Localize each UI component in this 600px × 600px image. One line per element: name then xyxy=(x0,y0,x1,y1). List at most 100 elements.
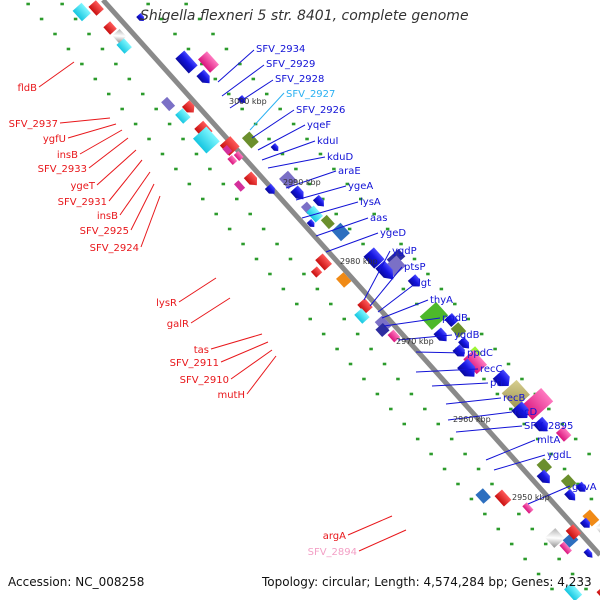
gene-label-ygfU[interactable]: ygfU xyxy=(43,134,66,145)
gene-label-SFV_2910[interactable]: SFV_2910 xyxy=(180,375,229,386)
gene-label-recB[interactable]: recB xyxy=(503,393,526,404)
gene-label-recD[interactable]: recD xyxy=(514,407,538,418)
gene-label-SFV_2924[interactable]: SFV_2924 xyxy=(90,243,139,254)
gene-label-SFV_2928[interactable]: SFV_2928 xyxy=(275,74,324,85)
tick-dot xyxy=(26,2,30,6)
tick-dot xyxy=(321,332,326,336)
leader-line xyxy=(447,411,513,421)
leader-line xyxy=(221,64,265,97)
gene-label-thyA[interactable]: thyA xyxy=(430,295,453,306)
tick-dot xyxy=(359,197,363,201)
gene-feature xyxy=(136,13,144,21)
gene-label-SFV_2911[interactable]: SFV_2911 xyxy=(170,358,219,369)
gene-label-galR[interactable]: galR xyxy=(167,319,189,330)
leader-line xyxy=(257,124,306,151)
gene-label-mutH[interactable]: mutH xyxy=(217,390,245,401)
tick-dot xyxy=(466,317,470,321)
gene-features xyxy=(72,0,600,600)
tick-dot xyxy=(375,392,380,396)
leader-line xyxy=(315,217,369,237)
tick-dot xyxy=(389,407,393,411)
leader-line xyxy=(455,425,523,433)
leader-line xyxy=(485,439,536,461)
gene-feature xyxy=(559,541,572,555)
gene-label-SFV_2925[interactable]: SFV_2925 xyxy=(80,226,129,237)
leader-line xyxy=(96,149,137,186)
gene-label-aas[interactable]: aas xyxy=(370,213,387,224)
gene-label-SFV_2895[interactable]: SFV_2895 xyxy=(524,421,573,432)
tick-dot xyxy=(200,62,204,66)
gene-feature xyxy=(241,131,259,149)
gene-label-ptsP[interactable]: ptsP xyxy=(404,262,426,273)
gene-label-argA[interactable]: argA xyxy=(323,531,346,542)
gene-label-SFV_2927[interactable]: SFV_2927 xyxy=(286,89,335,100)
gene-label-recC[interactable]: recC xyxy=(480,364,503,375)
tick-dot xyxy=(562,467,567,471)
gene-label-ygeA[interactable]: ygeA xyxy=(348,181,373,192)
tick-dot xyxy=(291,122,296,126)
tick-dot xyxy=(241,242,245,246)
gene-label-insB-2[interactable]: insB xyxy=(97,211,118,222)
gene-feature xyxy=(243,171,258,186)
gene-label-ygdP[interactable]: ygdP xyxy=(392,246,417,257)
gene-label-kduI[interactable]: kduI xyxy=(317,136,338,147)
gene-label-SFV_2934[interactable]: SFV_2934 xyxy=(256,44,305,55)
gene-label-fldB[interactable]: fldB xyxy=(17,83,37,94)
tick-dot xyxy=(238,62,242,66)
leader-line xyxy=(210,333,263,350)
tick-dot xyxy=(523,557,527,561)
gene-feature xyxy=(555,426,572,442)
gene-feature xyxy=(331,222,350,242)
leader-line xyxy=(190,297,231,324)
gene-label-araE[interactable]: araE xyxy=(338,166,361,177)
gene-label-lysR[interactable]: lysR xyxy=(156,298,177,309)
tick-dot xyxy=(335,347,339,351)
tick-dot xyxy=(520,377,524,381)
tick-dot xyxy=(334,212,338,216)
gene-feature xyxy=(433,327,447,342)
leader-line xyxy=(249,92,285,131)
tick-dot xyxy=(187,182,192,186)
gene-label-SFV_2931[interactable]: SFV_2931 xyxy=(58,197,107,208)
gene-label-ygeD[interactable]: ygeD xyxy=(380,228,406,239)
tick-dot xyxy=(483,512,487,516)
gene-label-SFV_2929[interactable]: SFV_2929 xyxy=(266,59,315,70)
gene-label-yqeF[interactable]: yqeF xyxy=(307,120,331,131)
gene-label-SFV_2926[interactable]: SFV_2926 xyxy=(296,105,345,116)
gene-label-ppdB[interactable]: ppdB xyxy=(442,313,468,324)
gene-label-ygdB[interactable]: ygdB xyxy=(454,330,480,341)
tick-dot xyxy=(254,257,259,261)
tick-dot xyxy=(315,287,320,291)
leader-line xyxy=(415,351,466,354)
gene-label-SFV_2937[interactable]: SFV_2937 xyxy=(9,119,58,130)
map-title: Shigella flexneri 5 str. 8401, complete … xyxy=(140,8,469,24)
tick-dot xyxy=(308,317,312,321)
leader-line xyxy=(445,397,502,405)
tick-dot xyxy=(355,332,360,336)
gene-label-ppdC[interactable]: ppdC xyxy=(467,348,493,359)
gene-label-ptr[interactable]: ptr xyxy=(490,378,505,389)
gene-label-insB[interactable]: insB xyxy=(57,150,78,161)
tick-dot xyxy=(160,152,165,156)
tick-dot xyxy=(53,32,57,36)
kbp-tick-label: 3000 kbp xyxy=(229,97,267,106)
gene-label-kduD[interactable]: kduD xyxy=(327,152,353,163)
gene-label-lgt[interactable]: lgt xyxy=(418,278,431,289)
gene-label-ygdL[interactable]: ygdL xyxy=(547,450,572,461)
tick-dot xyxy=(114,62,118,66)
gene-label-SFV_2933[interactable]: SFV_2933 xyxy=(38,164,87,175)
tick-dot xyxy=(576,482,580,486)
leader-line xyxy=(285,170,337,189)
tick-dot xyxy=(522,422,527,426)
tick-dot xyxy=(550,587,554,591)
gene-label-lysA[interactable]: lysA xyxy=(360,197,381,208)
gene-feature xyxy=(264,183,275,194)
gene-label-gcvA[interactable]: gcvA xyxy=(572,482,597,493)
gene-feature xyxy=(312,194,324,207)
gene-label-mltA[interactable]: mltA xyxy=(537,435,560,446)
gene-label-tas[interactable]: tas xyxy=(194,345,209,356)
gene-label-ygeT[interactable]: ygeT xyxy=(70,181,95,192)
label-leader-lines xyxy=(38,49,571,552)
gene-label-SFV_2894[interactable]: SFV_2894 xyxy=(308,547,357,558)
